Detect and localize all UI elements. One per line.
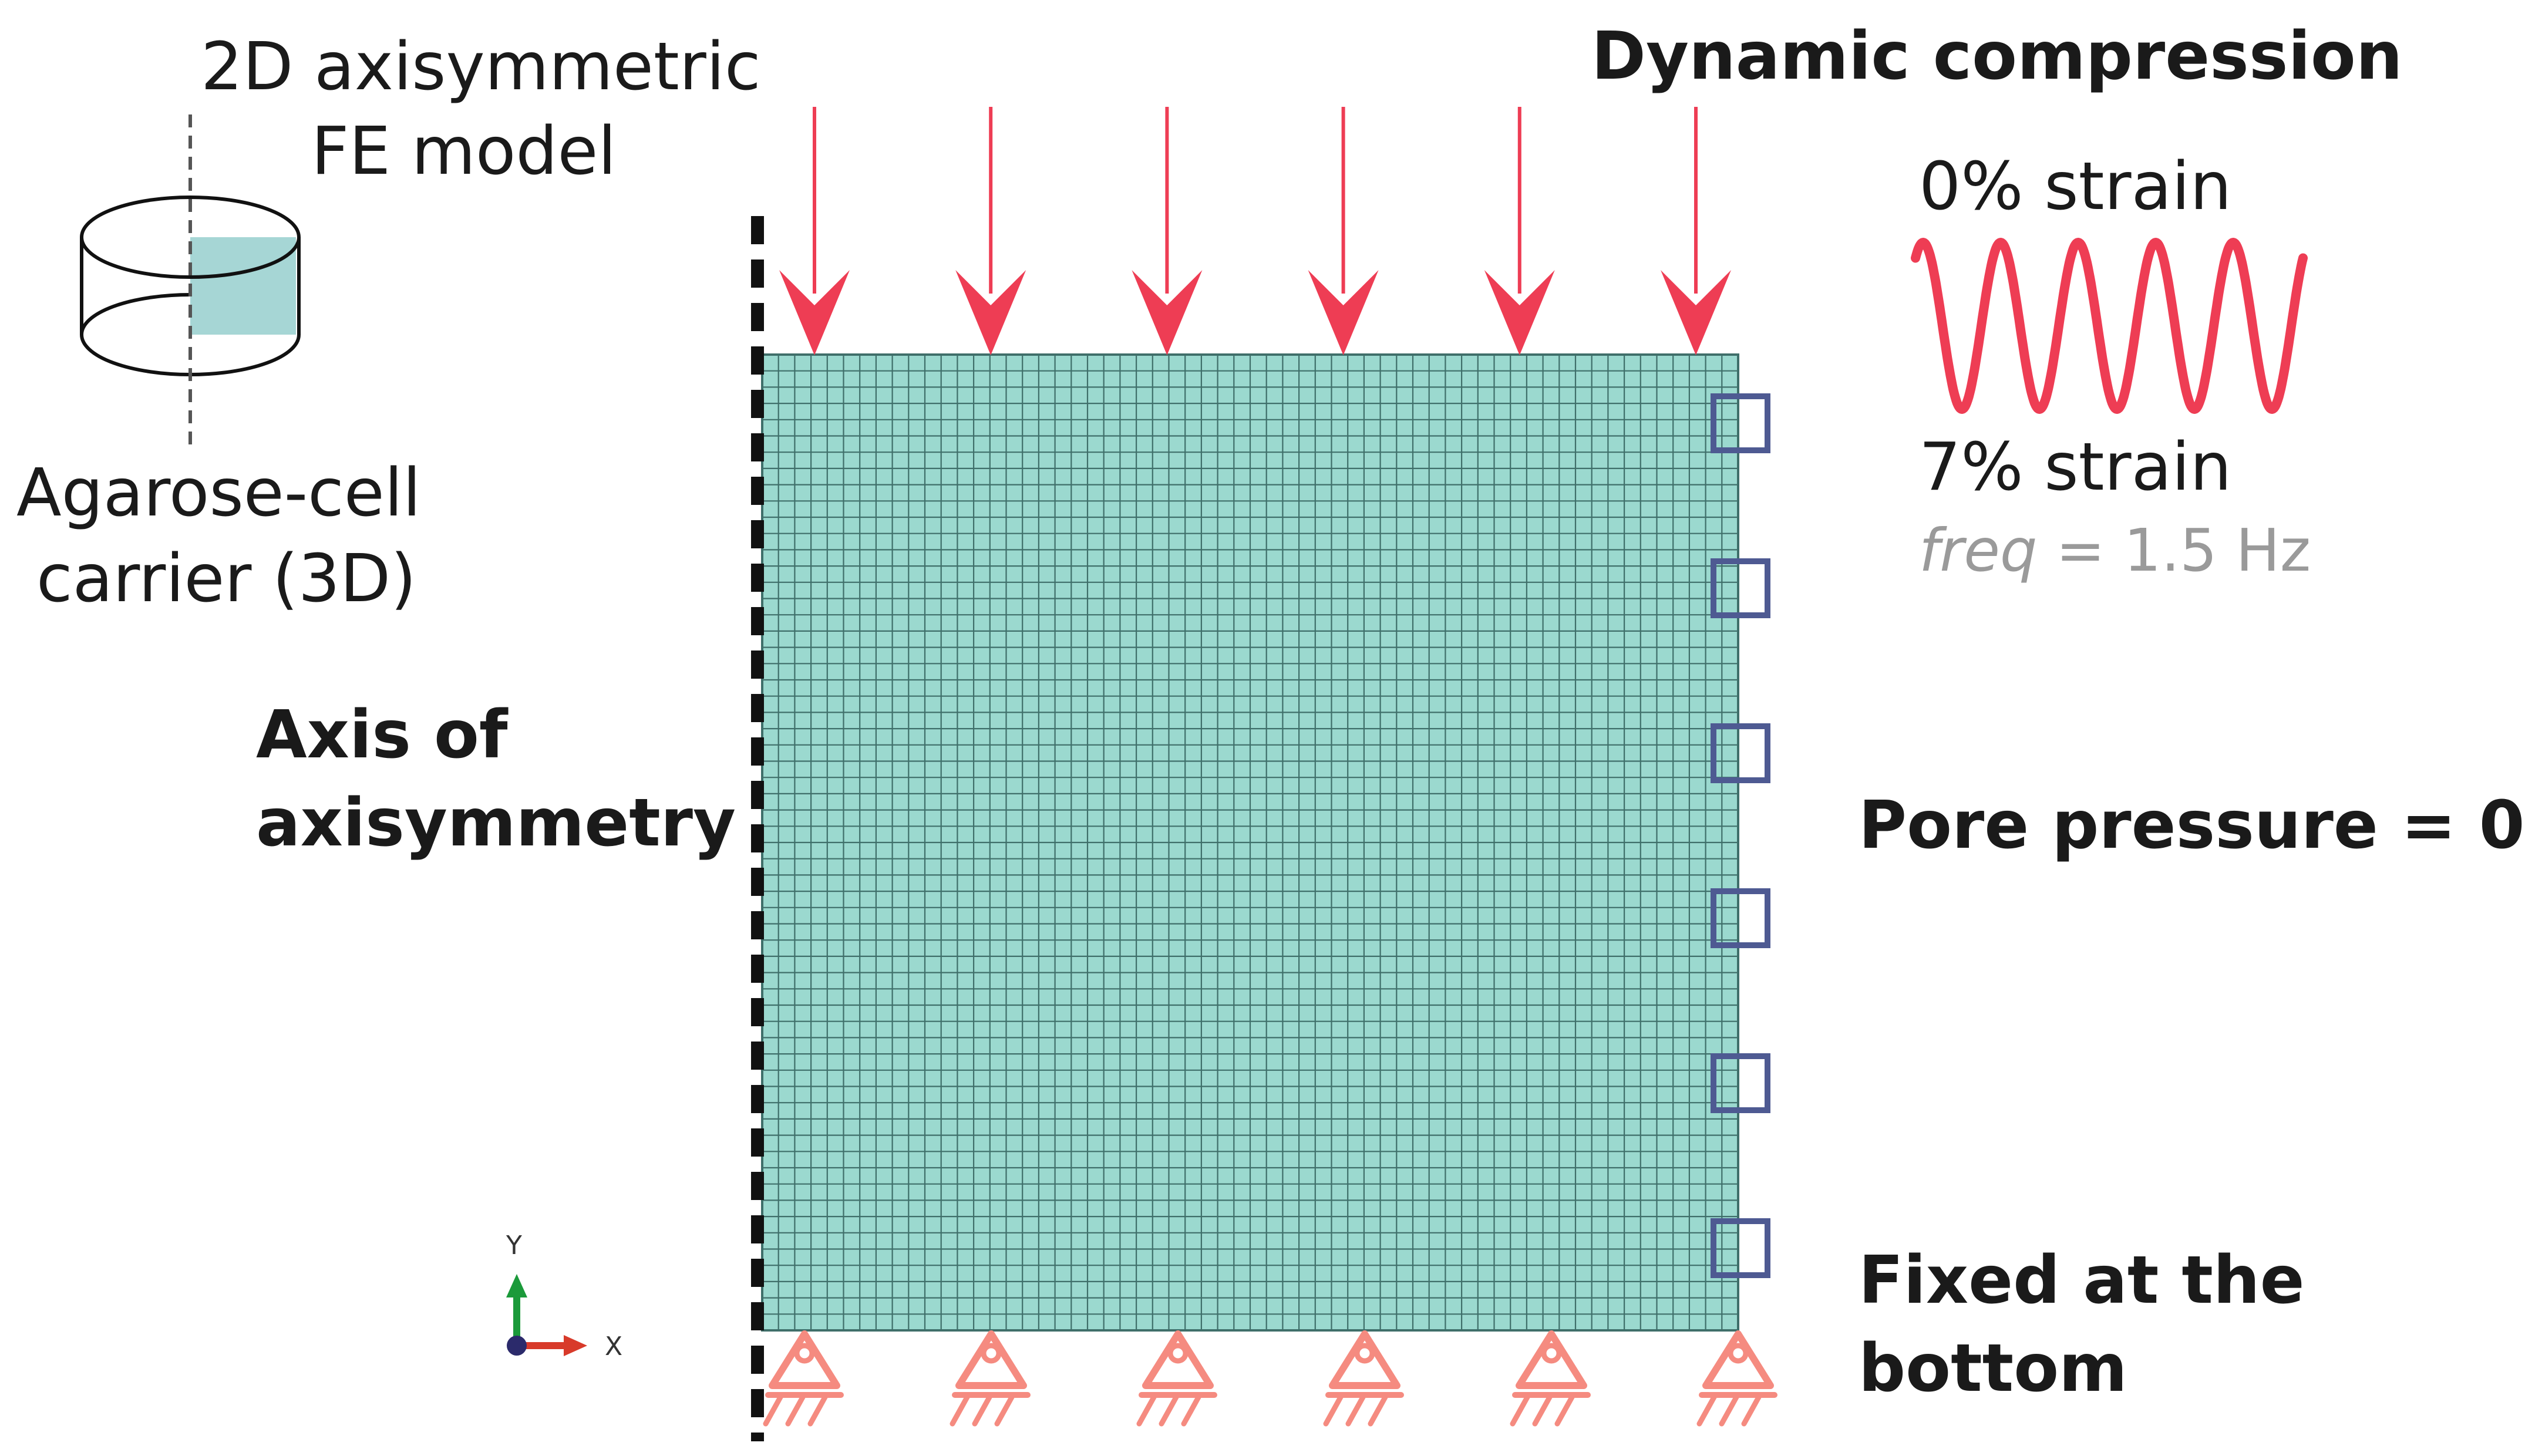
carrier-label-line-1: Agarose-cell [16, 455, 421, 531]
fixed-label-line-1: Fixed at the [1859, 1242, 2305, 1319]
fixed-support-hatch [1510, 1393, 1531, 1427]
fixed-support-triangle [1329, 1330, 1400, 1389]
load-arrows [779, 107, 1731, 355]
triad-y-label: Y [506, 1231, 522, 1260]
load-arrow-head [1132, 270, 1203, 355]
load-arrow-head [1308, 270, 1379, 355]
triad-x-arrowhead [564, 1335, 587, 1356]
cylinder-section-fill [190, 237, 296, 335]
cylinder-bottom-back [80, 293, 191, 335]
fixed-support-hatch [1368, 1393, 1389, 1427]
cylinder-illustration [80, 114, 301, 452]
fixed-support-hatch [1136, 1393, 1157, 1427]
load-arrow-head [955, 270, 1026, 355]
fixed-support-triangle [1702, 1330, 1774, 1389]
load-arrow-head [1484, 270, 1555, 355]
strain-0-label: 0% strain [1919, 149, 2232, 225]
frequency-value: = 1.5 Hz [2037, 516, 2311, 585]
strain-wave [1911, 238, 2308, 414]
fixed-support-hatch [1181, 1393, 1202, 1427]
fixed-support-hatch [950, 1393, 971, 1427]
pore-pressure-marker [1711, 1053, 1770, 1113]
pore-pressure-marker [1711, 1218, 1770, 1278]
fixed-support-hatch [1345, 1393, 1366, 1427]
triad-y-arrowhead [506, 1274, 527, 1297]
fixed-support-hatch [994, 1393, 1015, 1427]
fixed-support-hatch [763, 1393, 784, 1427]
fixed-label-line-2: bottom [1859, 1330, 2127, 1407]
carrier-label-line-2: carrier (3D) [36, 541, 416, 617]
fixed-support-pin [1354, 1343, 1375, 1364]
fixed-support-triangle [769, 1330, 840, 1389]
pore-pressure-marker [1711, 558, 1770, 618]
pore-pressure-marker [1711, 723, 1770, 783]
fixed-support-hatch [807, 1393, 829, 1427]
fixed-support-pin [1541, 1343, 1562, 1364]
axis-label-line-2: axisymmetry [256, 785, 736, 861]
fixed-support-pin [981, 1343, 1002, 1364]
dynamic-compression-title: Dynamic compression [1591, 18, 2403, 95]
pore-pressure-label: Pore pressure = 0 [1859, 787, 2525, 864]
fixed-support-triangle [955, 1330, 1027, 1389]
load-arrow-head [1661, 270, 1731, 355]
triad-x-label: X [605, 1332, 623, 1361]
frequency-variable: freq [1919, 516, 2038, 585]
pore-pressure-marker [1711, 393, 1770, 453]
load-arrow-head [779, 270, 850, 355]
fixed-support-hatch [1159, 1393, 1180, 1427]
fixed-support-hatch [1554, 1393, 1575, 1427]
fixed-support-hatch [785, 1393, 806, 1427]
fixed-support-hatch [1323, 1393, 1344, 1427]
fe-model-diagram [80, 107, 2308, 1441]
fixed-support-hatch [972, 1393, 993, 1427]
pore-pressure-markers [1711, 393, 1770, 1278]
fixed-support-pin [1167, 1343, 1189, 1364]
coordinate-triad [506, 1274, 587, 1356]
pore-pressure-marker [1711, 888, 1770, 948]
strain-7-label: 7% strain [1919, 429, 2232, 505]
fixed-support-hatch [1532, 1393, 1553, 1427]
fixed-supports [763, 1330, 1777, 1427]
axis-label-line-1: Axis of [256, 697, 508, 773]
fixed-support-hatch [1719, 1393, 1740, 1427]
triad-origin [507, 1336, 527, 1356]
frequency-label: freq = 1.5 Hz [1919, 521, 2311, 580]
fe-mesh [761, 353, 1739, 1332]
model-title-line-1: 2D axisymmetric [201, 29, 761, 105]
fixed-support-triangle [1516, 1330, 1587, 1389]
fixed-support-triangle [1142, 1330, 1214, 1389]
mesh-grid-lines [762, 355, 1738, 1330]
model-title-line-2: FE model [311, 113, 617, 190]
fixed-support-hatch [1696, 1393, 1718, 1427]
fixed-support-pin [1728, 1343, 1749, 1364]
fixed-support-hatch [1741, 1393, 1762, 1427]
fixed-support-pin [794, 1343, 815, 1364]
